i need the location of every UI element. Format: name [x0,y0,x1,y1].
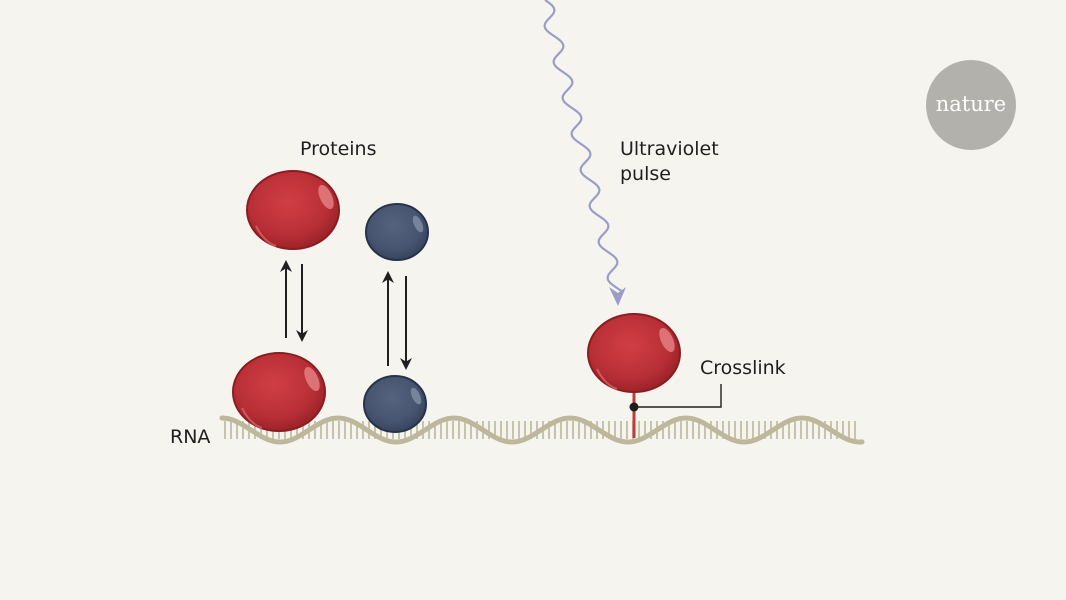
protein-red-bound [232,352,326,432]
uv-label-line2: pulse [620,163,671,185]
uv-arrowhead-icon [609,287,626,306]
equilibrium-arrows-red [280,260,308,342]
proteins-label: Proteins [300,138,377,160]
protein-red-top [246,170,340,250]
nature-logo: nature [926,60,1016,150]
crosslink-point [629,402,639,412]
nature-logo-text: nature [936,92,1006,116]
crosslink-leader-line [634,384,722,408]
protein-red-crosslinked [587,313,681,393]
nature-logo-circle [926,60,1016,150]
crosslink-label: Crosslink [700,357,786,379]
uv-label-line1: Ultraviolet [620,138,719,160]
rna-label: RNA [170,426,210,448]
protein-blue-bound [363,375,427,433]
equilibrium-arrows-blue [382,271,412,370]
uv-wave-icon [543,0,624,293]
rna-strand [219,415,865,445]
protein-blue-top [365,203,429,261]
